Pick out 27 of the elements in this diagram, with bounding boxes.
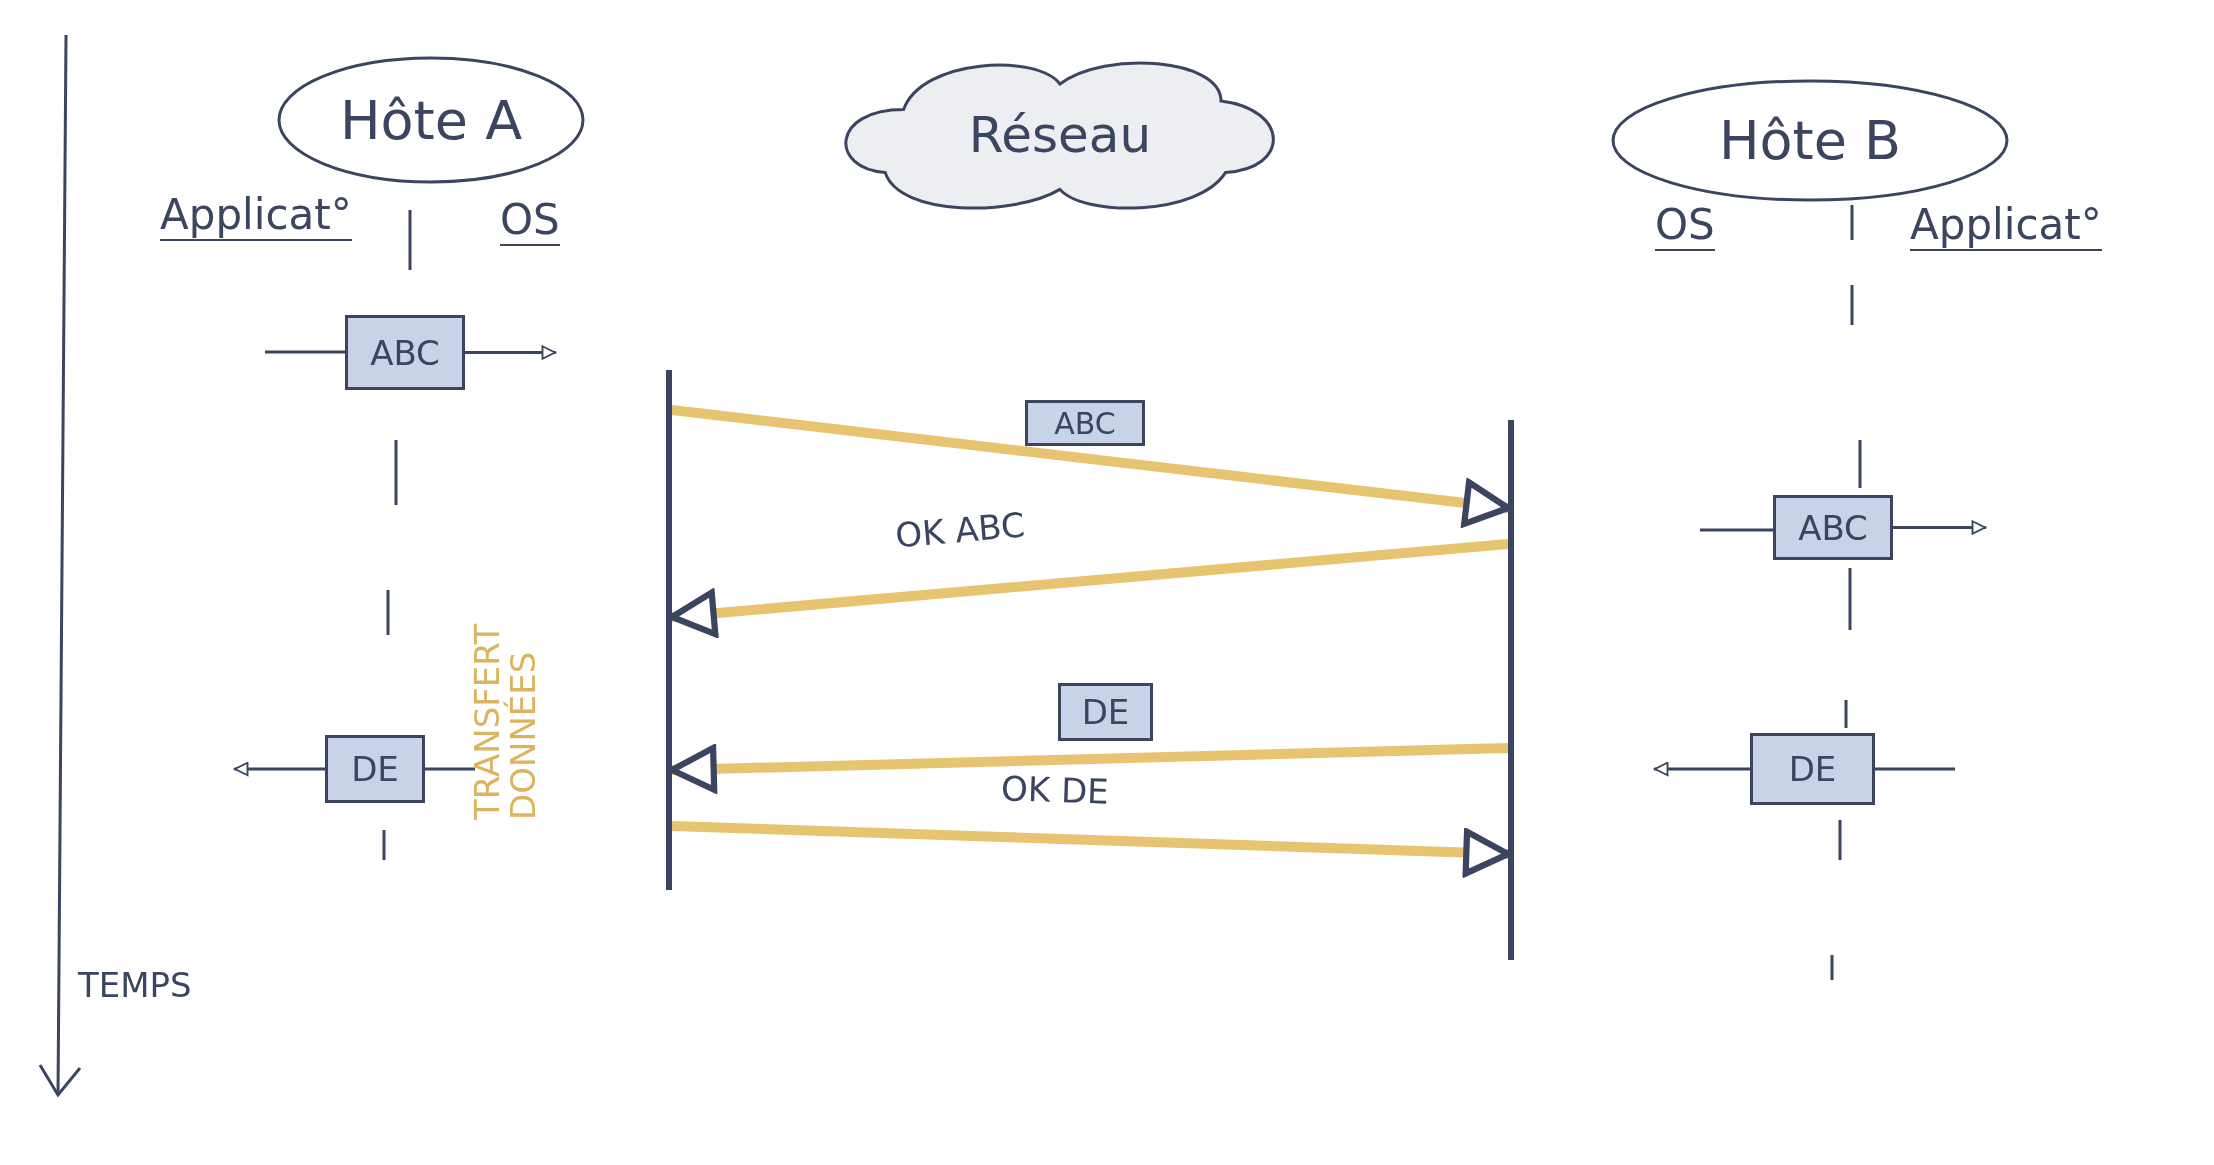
arrow [1891,520,1987,535]
host-ellipse [276,55,586,185]
host-name: Hôte A [339,88,523,152]
layer-label: OS [1655,200,1715,251]
network-label: Réseau [968,106,1152,164]
layer-label: Applicat° [160,190,352,241]
data-packet [1773,495,1893,560]
data-packet [325,735,425,803]
data-packet [345,315,465,390]
layer-label: OS [500,195,560,246]
arrow [463,345,557,360]
layer-label: Applicat° [1910,200,2102,251]
packet-label: DE [1788,749,1837,789]
packet-label: ABC [370,332,440,373]
host-ellipse [1610,78,2010,203]
packet-label: ABC [1054,405,1116,441]
axis-label: TEMPS [78,965,192,1005]
data-packet [1058,683,1153,741]
arrow [1653,761,1752,777]
packet-label: DE [351,749,399,789]
host-name: Hôte B [1718,109,1902,172]
arrow [233,761,327,777]
data-packet [1025,400,1145,446]
packet-label: ABC [1798,507,1868,548]
packet-label: DE [1081,692,1130,732]
data-packet [1750,733,1875,805]
phase-label: TRANSFERT DONNÉES [470,622,542,820]
